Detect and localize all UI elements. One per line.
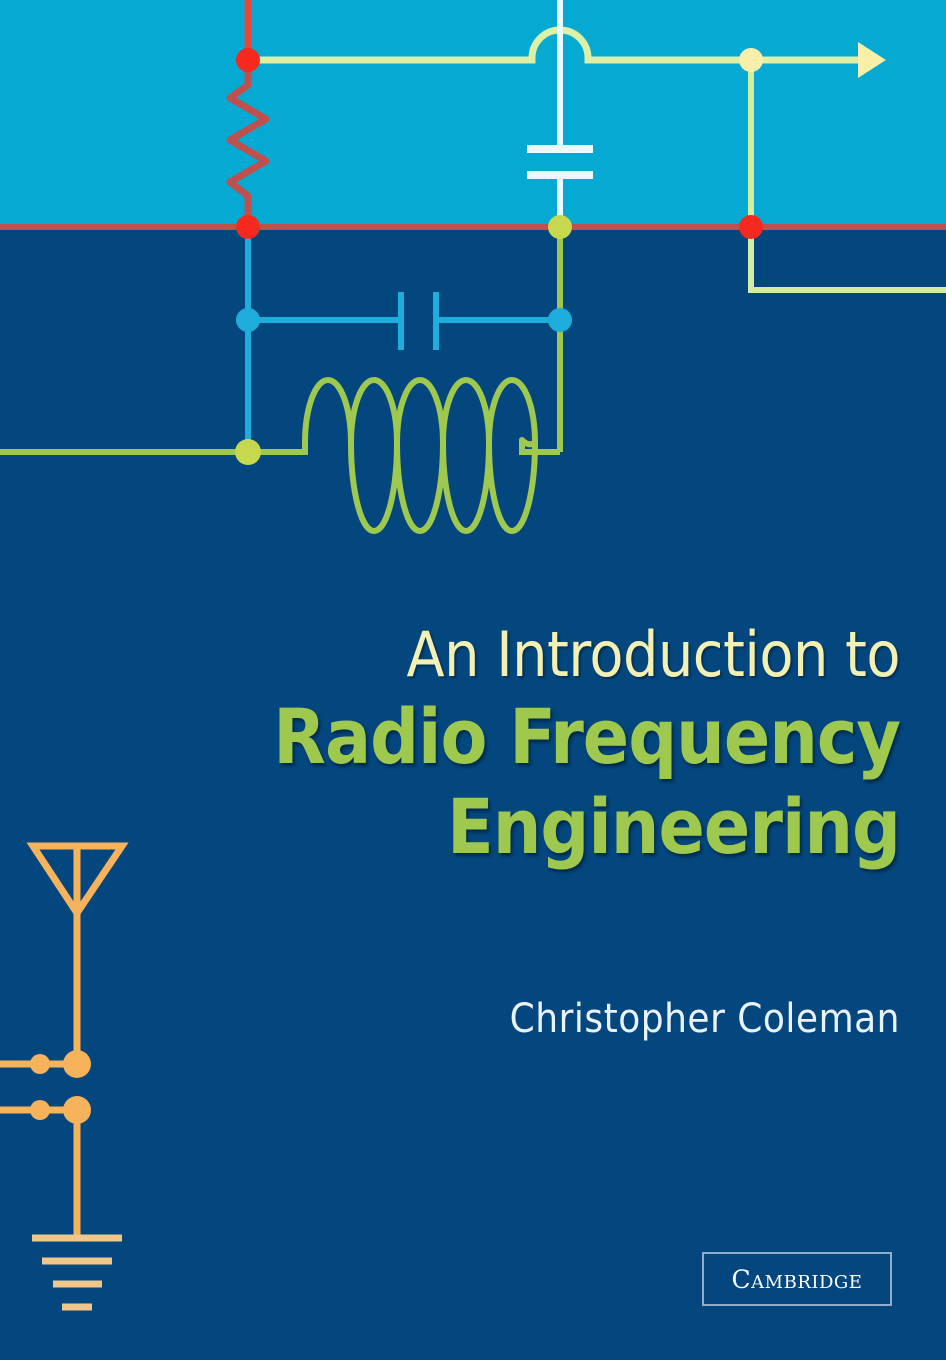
node-resistor-top bbox=[236, 48, 260, 72]
resistor-zigzag bbox=[226, 68, 270, 228]
bottom-background-panel bbox=[0, 227, 946, 1360]
title-block: An Introduction to Radio Frequency Engin… bbox=[0, 618, 901, 872]
title-line-main-1: Radio Frequency bbox=[273, 692, 901, 781]
title-line-main-2: Engineering bbox=[446, 782, 901, 871]
node-capacitor-divider bbox=[548, 215, 572, 239]
title-line-subtitle: An Introduction to bbox=[406, 618, 900, 691]
divider-line bbox=[0, 224, 946, 230]
node-right-divider bbox=[739, 215, 763, 239]
node-signal-tap bbox=[739, 48, 763, 72]
top-background-panel bbox=[0, 0, 946, 227]
node-capacitor-left bbox=[236, 308, 260, 332]
author-name: Christopher Coleman bbox=[509, 996, 900, 1042]
antenna-node-lower-small bbox=[30, 1100, 50, 1120]
antenna-node-upper-large bbox=[63, 1050, 91, 1078]
signal-arrow-head bbox=[858, 42, 886, 78]
antenna-node-upper-small bbox=[30, 1054, 50, 1074]
publisher-name: Cambridge bbox=[731, 1264, 863, 1294]
inductor-coil bbox=[302, 377, 539, 534]
node-inductor-left bbox=[235, 439, 261, 465]
antenna-node-lower-large bbox=[63, 1096, 91, 1124]
node-capacitor-right bbox=[548, 308, 572, 332]
node-resistor-bottom bbox=[236, 215, 260, 239]
publisher-logo: Cambridge bbox=[702, 1252, 892, 1306]
ground-symbol bbox=[32, 1234, 122, 1311]
